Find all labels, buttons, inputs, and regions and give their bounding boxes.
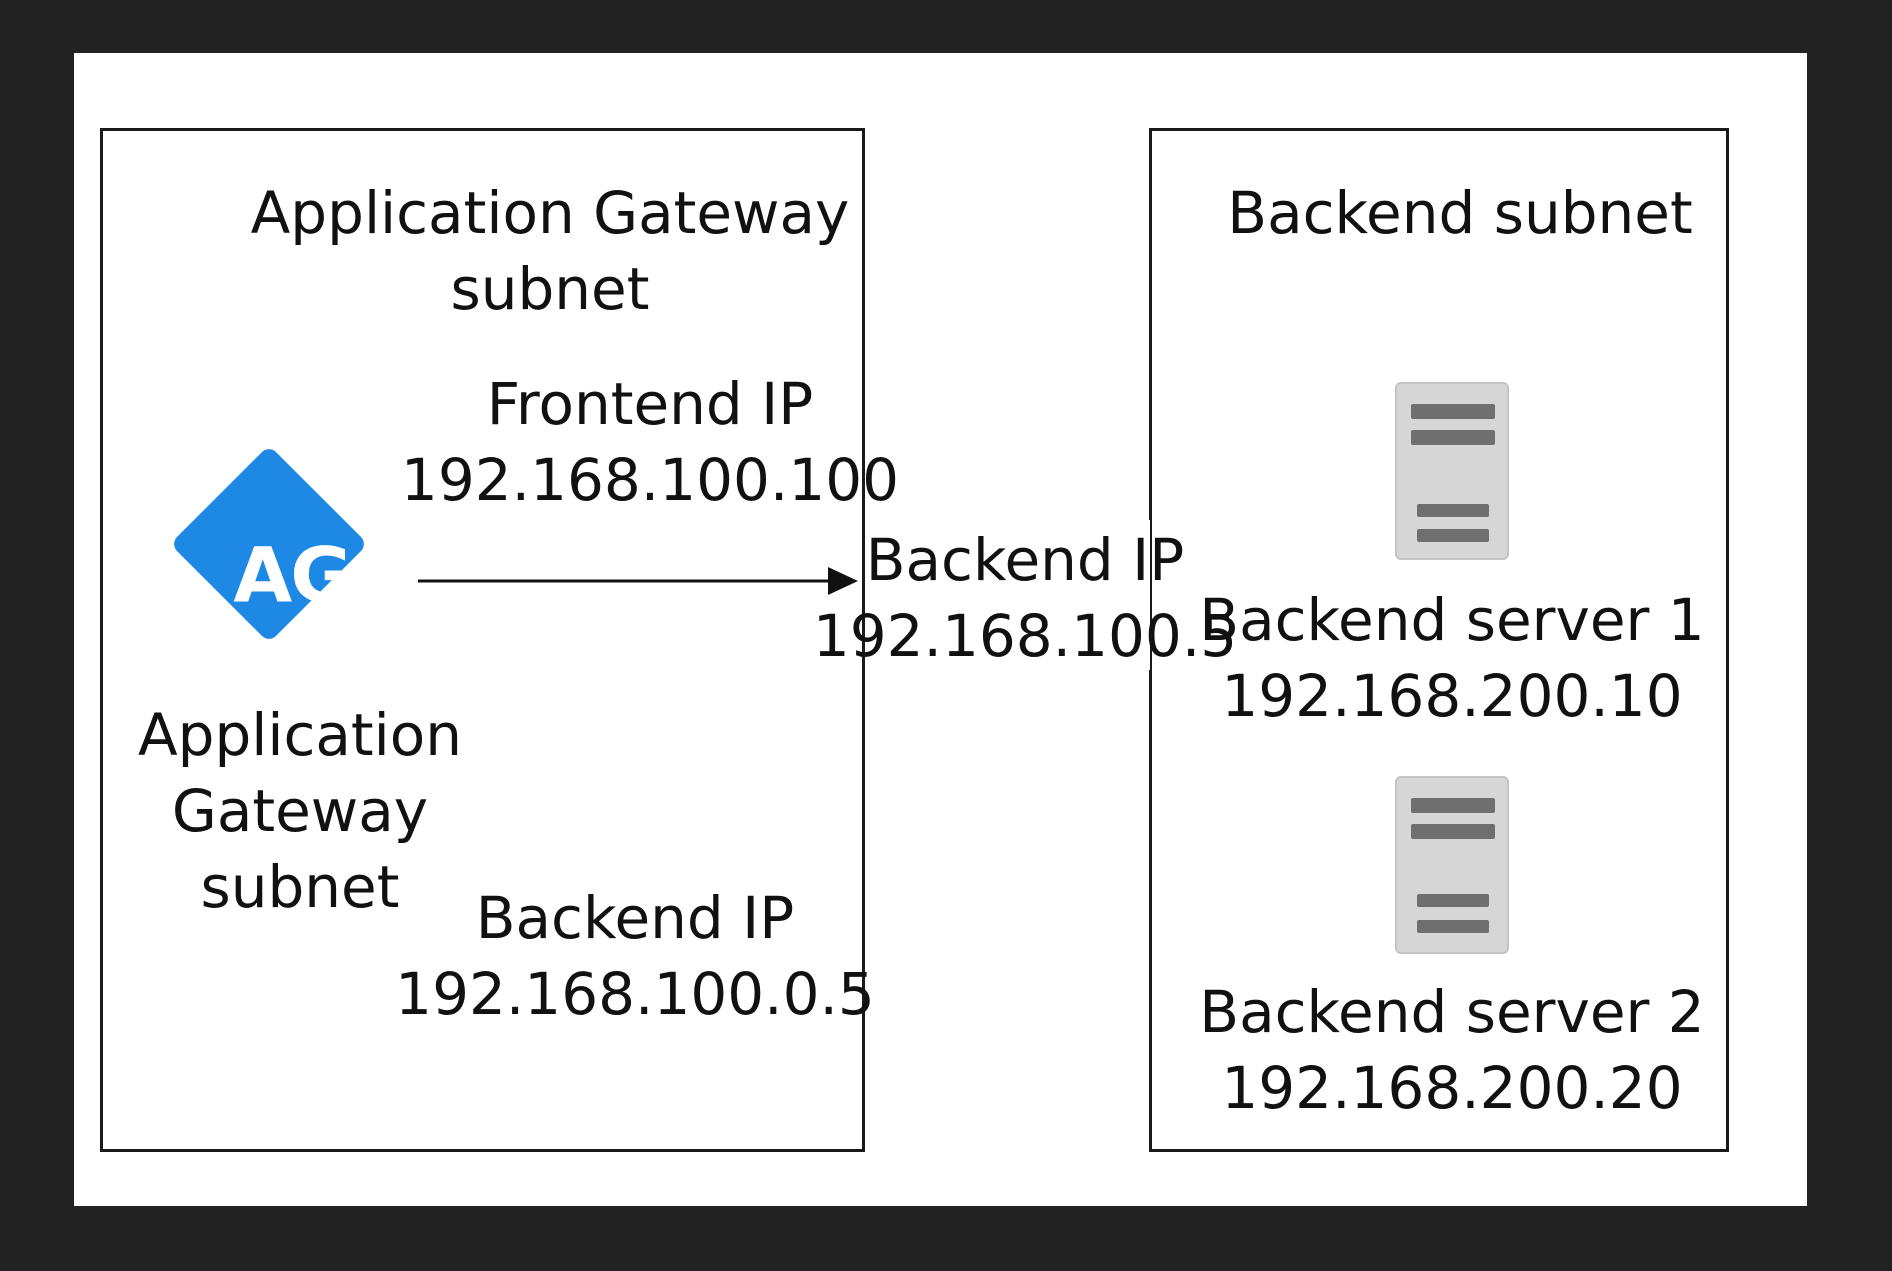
app-gateway-subnet-title: Application Gateway subnet (250, 179, 850, 323)
server-icon (1395, 776, 1509, 954)
server-icon (1395, 382, 1509, 560)
backend-server-1-label: Backend server 1 192.168.200.10 (1199, 586, 1705, 730)
backend-subnet-box (1149, 128, 1729, 1152)
frontend-ip-label: Frontend IP 192.168.100.100 (400, 370, 900, 514)
left-backend-ip-label: Backend IP 192.168.100.0.5 (395, 884, 875, 1028)
backend-subnet-title: Backend subnet (1227, 179, 1693, 247)
application-gateway-label: Application Gateway subnet (137, 701, 463, 921)
connection-label-background (870, 520, 1150, 670)
backend-server-2-label: Backend server 2 192.168.200.20 (1199, 978, 1705, 1122)
application-gateway-icon-text: AG (233, 530, 352, 620)
app-gateway-subnet-box (100, 128, 865, 1152)
connection-backend-ip-label: Backend IP 192.168.100.5 (812, 526, 1238, 670)
